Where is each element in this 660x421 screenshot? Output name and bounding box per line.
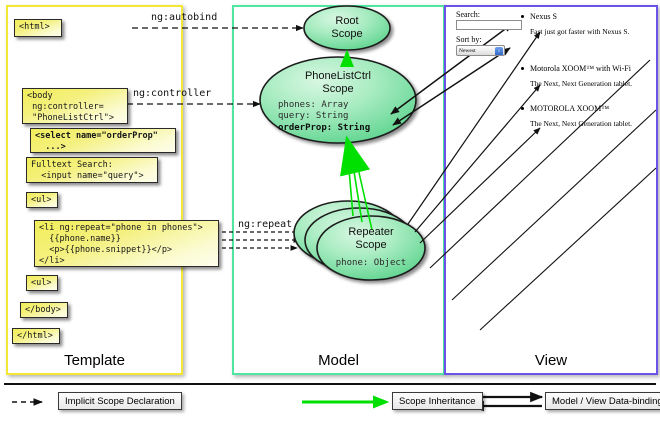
template-box-ul-close[interactable]: <ul>	[26, 275, 58, 291]
template-box-body-open[interactable]: <body ng:controller= "PhoneListCtrl">	[22, 88, 128, 124]
phone-name: Motorola XOOM™ with Wi-Fi	[521, 64, 654, 73]
panel-template: Template	[6, 5, 183, 375]
label-ng-autobind: ng:autobind	[151, 12, 218, 23]
legend-label-implicit-scope-declaration: Implicit Scope Declaration	[58, 392, 182, 410]
label-ng-repeat: ng:repeat	[238, 219, 293, 230]
phone-name: Nexus S	[521, 12, 654, 21]
template-box-body-close[interactable]: </body>	[20, 302, 68, 318]
template-box-ul-open[interactable]: <ul>	[26, 192, 58, 208]
bullet-icon	[521, 15, 524, 18]
phone-name: MOTOROLA XOOM™	[521, 104, 654, 113]
sort-by-select[interactable]: Newest ↕	[456, 45, 505, 56]
phone-snippet: The Next, Next Generation tablet.	[530, 119, 633, 128]
panel-view: View	[444, 5, 658, 375]
panel-template-title: Template	[64, 352, 125, 369]
template-box-li-repeat[interactable]: <li ng:repeat="phone in phones"> {{phone…	[34, 220, 219, 267]
phone-list-item[interactable]: MOTOROLA XOOM™ The Next, Next Generation…	[521, 104, 654, 128]
legend-divider	[4, 383, 656, 385]
panel-model: Model	[232, 5, 445, 375]
phone-snippet: The Next, Next Generation tablet.	[530, 79, 633, 88]
template-box-html-close[interactable]: </html>	[12, 328, 60, 344]
legend-label-scope-inheritance: Scope Inheritance	[392, 392, 483, 410]
label-ng-controller: ng:controller	[133, 88, 212, 99]
template-box-html-open[interactable]: <html>	[14, 19, 62, 37]
legend-label-model-view-data-binding: Model / View Data-binding	[545, 392, 660, 410]
phone-snippet: Fast just got faster with Nexus S.	[530, 27, 630, 36]
bullet-icon	[521, 67, 524, 70]
phone-list-item[interactable]: Nexus S Fast just got faster with Nexus …	[521, 12, 654, 36]
bullet-icon	[521, 107, 524, 110]
view-sort-label: Sort by:	[456, 35, 482, 44]
search-input[interactable]	[456, 20, 522, 30]
chevron-updown-icon[interactable]: ↕	[495, 47, 503, 55]
template-box-select[interactable]: <select name="orderProp" ...>	[30, 128, 176, 153]
phone-list-item[interactable]: Motorola XOOM™ with Wi-Fi The Next, Next…	[521, 64, 654, 88]
panel-view-title: View	[534, 352, 568, 369]
sort-by-selected-value: Newest	[459, 48, 476, 54]
panel-model-title: Model	[318, 352, 359, 369]
view-search-label: Search:	[456, 10, 480, 19]
template-box-fulltext-search[interactable]: Fulltext Search: <input name="query">	[26, 157, 158, 183]
